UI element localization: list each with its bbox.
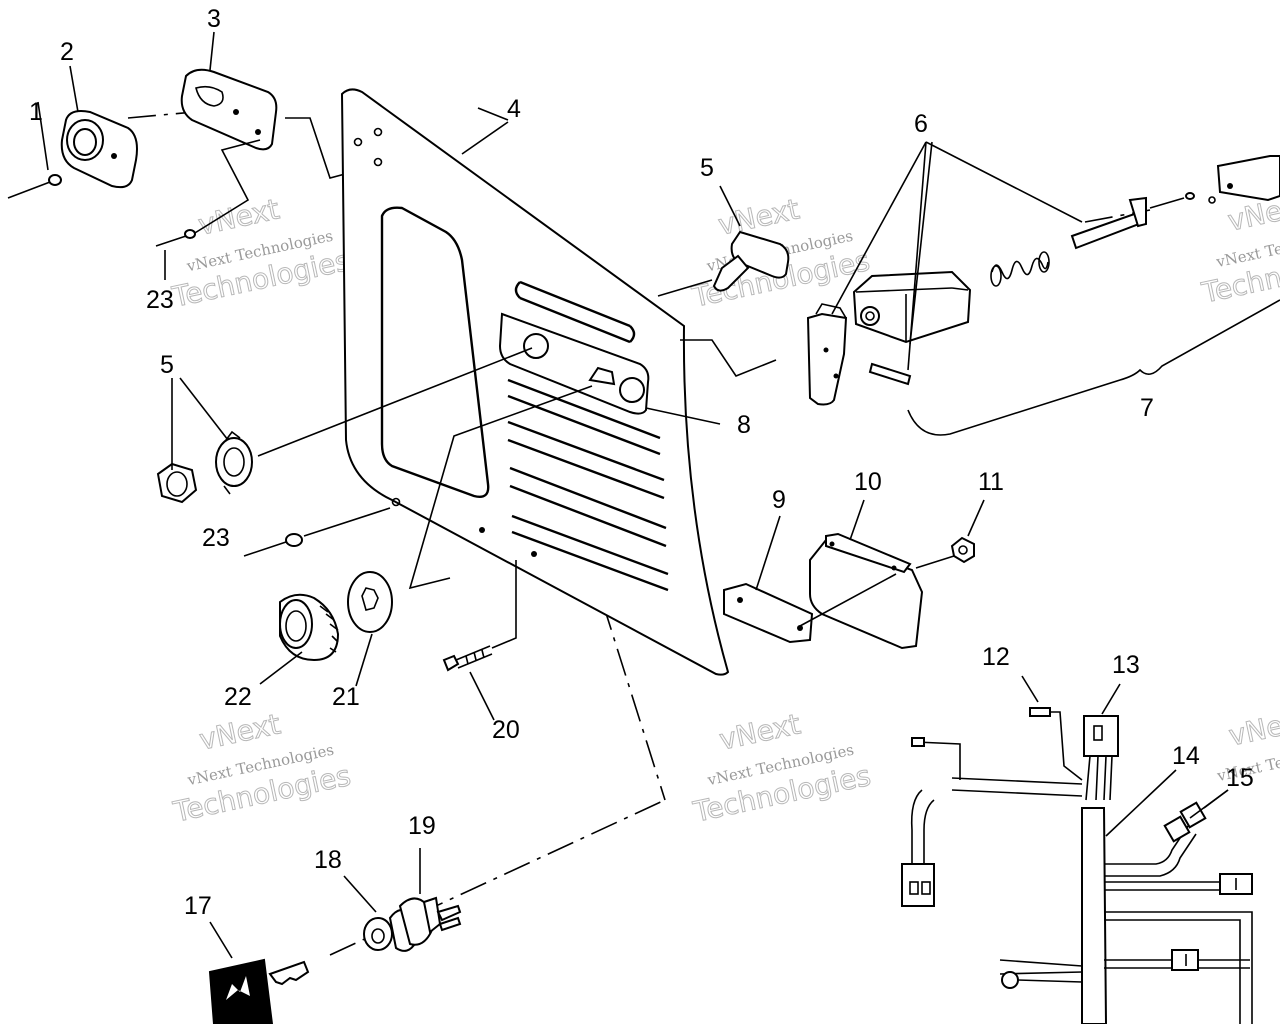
watermark-bottom-center: vNext vNext Technologies Technologies <box>689 707 874 829</box>
callout-23-lower: 23 <box>202 524 230 552</box>
key-17 <box>208 921 310 1024</box>
bezel-2 <box>60 65 138 189</box>
callout-11: 11 <box>978 468 1004 496</box>
callout-14: 14 <box>1172 742 1200 770</box>
svg-text:vNext: vNext <box>1226 703 1280 752</box>
washer-21 <box>347 571 393 687</box>
strip-9 <box>723 515 814 644</box>
nut-11 <box>915 499 985 569</box>
toggle-switch-5 <box>712 185 790 292</box>
callout-5-left: 5 <box>160 351 174 379</box>
latch-assembly-6 <box>806 141 1280 436</box>
screw-23-lower <box>243 507 391 557</box>
watermark-top-left: vNext vNext Technologies Technologies <box>168 192 353 314</box>
callout-9: 9 <box>772 486 786 514</box>
callout-labels: 1 2 3 4 5 5 6 7 8 9 10 11 12 13 14 15 17… <box>29 5 1254 920</box>
nut-lockwasher-5 <box>156 377 253 504</box>
callout-22: 22 <box>224 683 252 711</box>
screw-1 <box>7 101 62 199</box>
svg-text:vNext: vNext <box>716 707 803 756</box>
clamp-10 <box>799 499 924 650</box>
bracket-3 <box>180 31 278 151</box>
callout-2: 2 <box>60 38 74 66</box>
screw-23-upper <box>155 229 196 247</box>
callout-10: 10 <box>854 468 882 496</box>
svg-text:vNext: vNext <box>196 707 283 756</box>
panel-4 <box>340 88 730 676</box>
watermark-bottom-left: vNext vNext Technologies Technologies <box>169 707 354 829</box>
callout-20: 20 <box>492 716 520 744</box>
svg-text:vNext: vNext <box>715 192 802 241</box>
callout-6: 6 <box>914 110 928 138</box>
callout-21: 21 <box>332 683 360 711</box>
callout-7: 7 <box>1140 394 1154 422</box>
callout-18: 18 <box>314 846 342 874</box>
callout-15: 15 <box>1226 764 1254 792</box>
callout-8: 8 <box>737 411 751 439</box>
svg-text:vNext: vNext <box>195 192 282 241</box>
nut-ring-22 <box>259 593 340 685</box>
callout-3: 3 <box>207 5 221 33</box>
callout-19: 19 <box>408 812 436 840</box>
wiring-harness-14 <box>901 675 1253 1024</box>
callout-4: 4 <box>507 95 521 123</box>
callout-1: 1 <box>29 98 43 126</box>
bolt-20 <box>442 645 495 721</box>
callout-13: 13 <box>1112 651 1140 679</box>
callout-17: 17 <box>184 892 212 920</box>
callout-5-upper: 5 <box>700 154 714 182</box>
callout-23-upper: 23 <box>146 286 174 314</box>
callout-12: 12 <box>982 643 1010 671</box>
right-bracket-part <box>1149 155 1280 209</box>
ignition-switch-18 <box>343 848 462 952</box>
